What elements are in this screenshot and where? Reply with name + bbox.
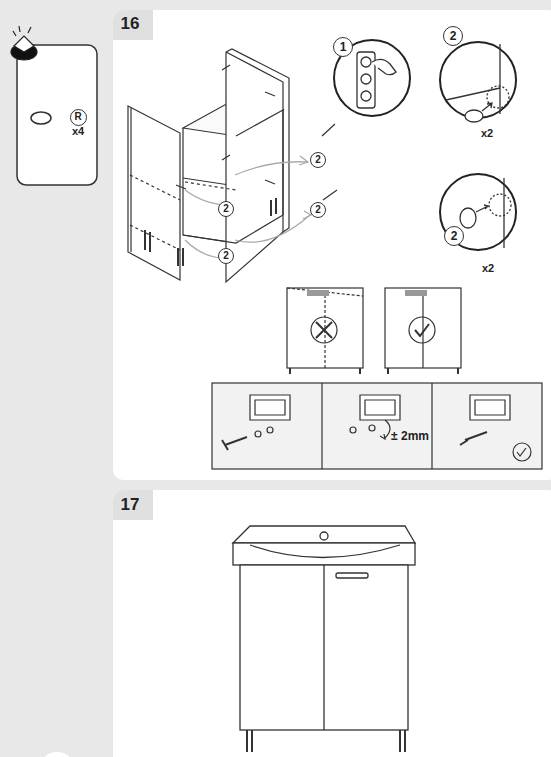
- callout-circle: R: [70, 109, 87, 126]
- step-panel: [113, 10, 551, 480]
- callout-number: 2: [315, 205, 321, 215]
- pad-sheet: [357, 52, 396, 108]
- quantity: x2: [481, 127, 493, 139]
- quantity: x2: [482, 262, 494, 274]
- dimension: ± 2mm: [391, 429, 429, 443]
- step-number: 16: [121, 14, 140, 34]
- step-number: 17: [121, 495, 140, 515]
- callout-circle: 2: [310, 152, 326, 168]
- parts-box: [17, 45, 97, 185]
- finished-vanity: [233, 526, 415, 752]
- parts-bag-icon: [11, 26, 37, 60]
- detail-circles: [334, 40, 516, 250]
- step-tab: [113, 490, 153, 520]
- callout-number: 2: [223, 204, 229, 214]
- callout-number: R: [74, 112, 81, 122]
- callout-circle: 2: [443, 26, 463, 46]
- cabinet-open: [128, 49, 337, 282]
- step-panel: [113, 490, 551, 757]
- callout-number: 2: [450, 30, 457, 42]
- callout-number: 2: [223, 251, 229, 261]
- placement-arrows: [185, 156, 311, 258]
- callout-number: 1: [340, 41, 347, 53]
- step-tab: [113, 10, 153, 40]
- callout-number: 2: [315, 155, 321, 165]
- callout-circle: 2: [310, 202, 326, 218]
- callout-circle: 2: [218, 248, 234, 264]
- page-marker: [39, 752, 75, 757]
- door-edge: [446, 44, 511, 248]
- callout-number: 2: [451, 230, 458, 242]
- callout-circle: 2: [218, 201, 234, 217]
- quantity: x4: [72, 125, 84, 137]
- callout-circle: 2: [444, 226, 464, 246]
- callout-circle: 1: [333, 37, 353, 57]
- door-alignment: [287, 288, 461, 374]
- bumper-pad: [31, 112, 51, 124]
- hinge-adjust-insets: [212, 383, 542, 469]
